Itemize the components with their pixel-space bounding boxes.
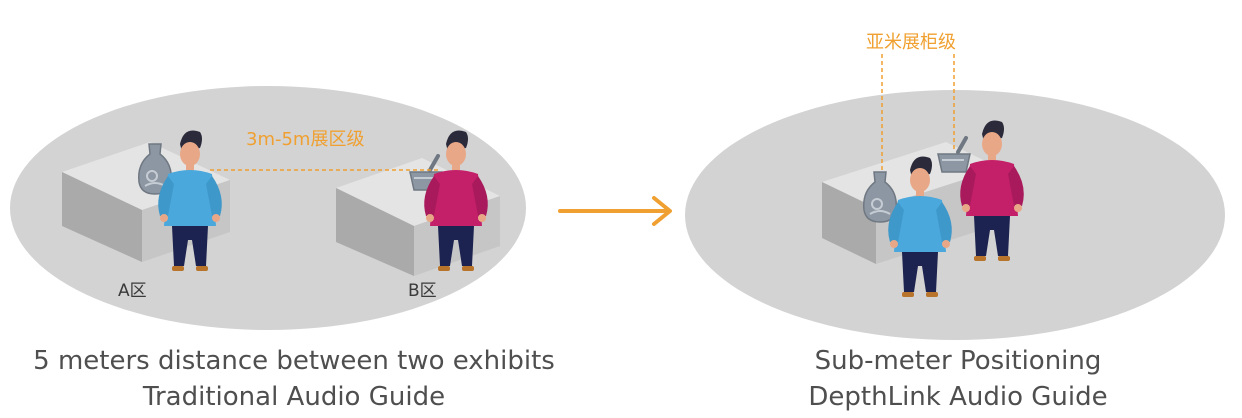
- left-caption-line2: Traditional Audio Guide: [142, 382, 446, 412]
- transition-arrow-icon: [558, 196, 672, 226]
- precision-label: 亚米展柜级: [866, 32, 956, 53]
- right-scene: 亚米展柜级: [685, 32, 1225, 340]
- right-caption: Sub-meter Positioning DepthLink Audio Gu…: [678, 343, 1238, 415]
- zone-b-label: B区: [408, 281, 437, 301]
- right-caption-line2: DepthLink Audio Guide: [808, 382, 1108, 412]
- left-scene: 3m-5m展区级 A区 B区: [10, 86, 526, 330]
- left-caption-line1: 5 meters distance between two exhibits: [33, 346, 555, 376]
- left-caption: 5 meters distance between two exhibits T…: [14, 343, 574, 415]
- distance-label: 3m-5m展区级: [246, 129, 364, 150]
- zone-a-label: A区: [118, 281, 147, 301]
- right-caption-line1: Sub-meter Positioning: [814, 346, 1102, 376]
